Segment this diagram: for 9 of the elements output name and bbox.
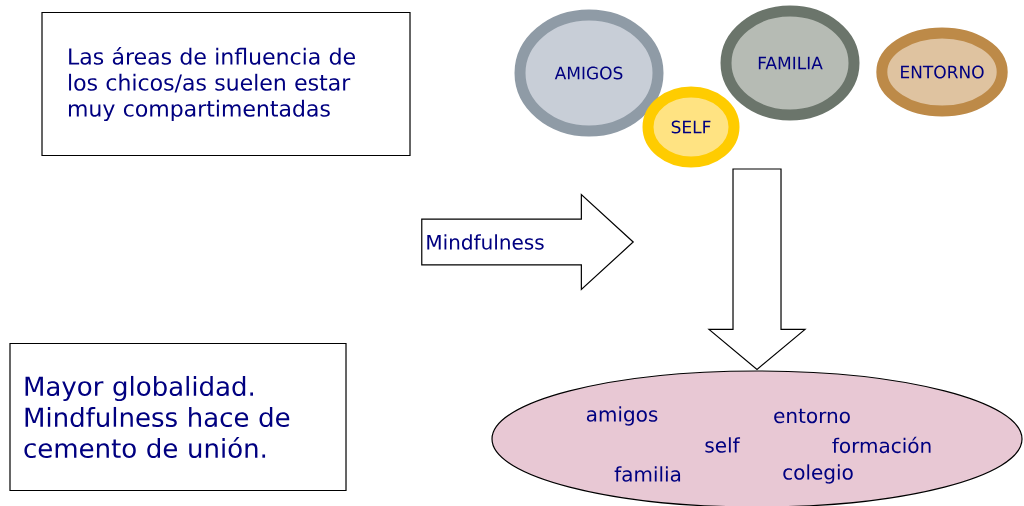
block-arrow bbox=[707, 168, 807, 371]
word-label: colegio bbox=[783, 464, 853, 484]
text-box: Mayor globalidad. Mindfulness hace de cemento de unión. bbox=[9, 342, 347, 492]
text-box: Las áreas de influencia de los chicos/as suelen estar muy compartimentadas bbox=[41, 11, 411, 157]
word-label: familia bbox=[614, 466, 681, 482]
word-label: formación bbox=[832, 436, 931, 454]
word-label: self bbox=[705, 437, 741, 453]
word-label: amigos bbox=[586, 406, 658, 426]
word-label: entorno bbox=[774, 408, 850, 424]
